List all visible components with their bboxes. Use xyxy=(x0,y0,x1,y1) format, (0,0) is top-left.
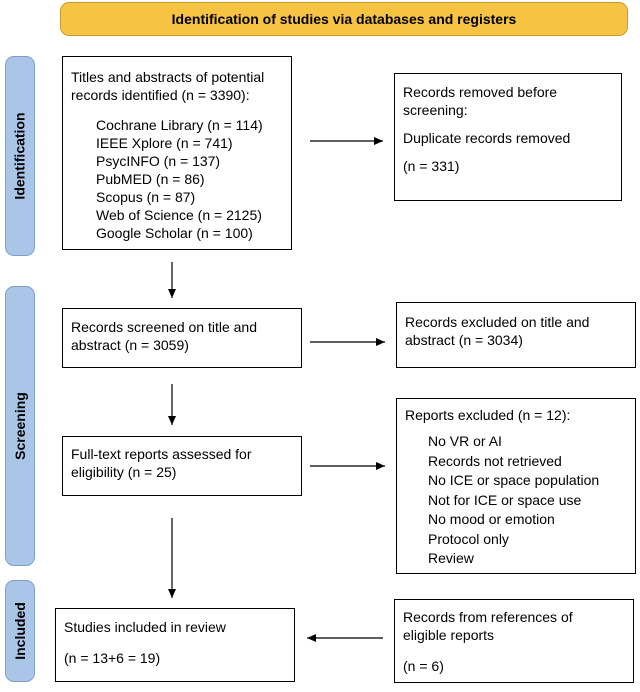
removed-title-b: screening: xyxy=(403,102,468,118)
excluded-title-line-a: Records excluded on title and xyxy=(405,314,590,330)
records-removed-box: Records removed before screening: Duplic… xyxy=(394,73,622,201)
phase-identification: Identification xyxy=(5,56,35,256)
included-line-a: Studies included in review xyxy=(64,619,226,635)
removed-count: (n = 331) xyxy=(403,158,460,174)
flow-header-title: Identification of studies via databases … xyxy=(171,11,517,27)
source-item: Cochrane Library (n = 114) xyxy=(96,117,263,133)
source-item: Web of Science (n = 2125) xyxy=(96,207,262,223)
phase-included: Included xyxy=(5,580,35,682)
source-item: PubMED (n = 86) xyxy=(96,171,205,187)
records-excluded-box: Records excluded on title and abstract (… xyxy=(396,302,636,368)
exclusion-reason: No ICE or space population xyxy=(428,472,600,488)
reports-excluded-title: Reports excluded (n = 12): xyxy=(405,407,571,423)
references-line-b: eligible reports xyxy=(403,627,495,643)
fulltext-line-b: eligibility (n = 25) xyxy=(71,464,177,480)
source-item: PsycINFO (n = 137) xyxy=(96,153,221,169)
fulltext-line-a: Full-text reports assessed for xyxy=(71,446,252,462)
screened-line-a: Records screened on title and xyxy=(71,319,257,335)
exclusion-reason: Review xyxy=(428,550,474,566)
records-screened-box: Records screened on title and abstract (… xyxy=(62,308,302,368)
exclusion-reason: No mood or emotion xyxy=(428,511,555,527)
references-line-a: Records from references of xyxy=(403,609,573,625)
source-item: IEEE Xplore (n = 741) xyxy=(96,135,233,151)
records-identified-box: Titles and abstracts of potential record… xyxy=(62,56,292,250)
source-item: Google Scholar (n = 100) xyxy=(96,225,253,241)
references-count: (n = 6) xyxy=(403,658,444,674)
exclusion-reason: Protocol only xyxy=(428,530,509,547)
removed-title-a: Records removed before xyxy=(403,84,558,100)
phase-screening: Screening xyxy=(5,286,35,566)
excluded-title-line-b: abstract (n = 3034) xyxy=(405,332,523,348)
identified-intro-a: Titles and abstracts of potential xyxy=(71,69,265,85)
identified-intro-b: records identified (n = 3390): xyxy=(71,87,250,103)
fulltext-assessed-box: Full-text reports assessed for eligibili… xyxy=(62,436,302,496)
exclusion-reason: No VR or AI xyxy=(428,433,502,449)
studies-included-box: Studies included in review (n = 13+6 = 1… xyxy=(55,608,295,682)
flow-header: Identification of studies via databases … xyxy=(60,2,628,36)
included-count: (n = 13+6 = 19) xyxy=(64,650,161,666)
exclusion-reason: Records not retrieved xyxy=(428,452,562,469)
source-item: Scopus (n = 87) xyxy=(96,189,196,205)
reports-excluded-box: Reports excluded (n = 12): No VR or AI R… xyxy=(396,398,636,574)
removed-line: Duplicate records removed xyxy=(403,130,571,146)
screened-line-b: abstract (n = 3059) xyxy=(71,337,189,353)
exclusion-reason: Not for ICE or space use xyxy=(428,491,582,508)
references-box: Records from references of eligible repo… xyxy=(394,599,634,683)
